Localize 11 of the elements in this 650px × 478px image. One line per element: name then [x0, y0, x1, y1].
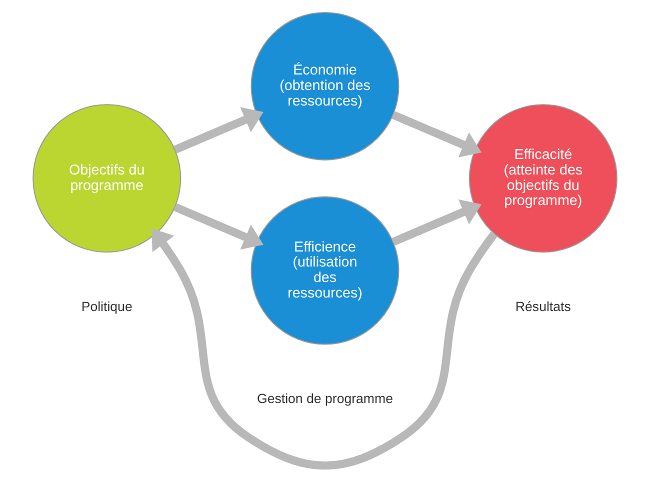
arrow	[392, 199, 482, 246]
arrow	[392, 111, 482, 158]
arrow	[152, 228, 498, 470]
label: Résultats	[515, 298, 571, 314]
node-circle: Efficience (utilisation des ressources)	[250, 196, 400, 345]
label: Politique	[81, 298, 132, 314]
arrow	[173, 203, 264, 250]
label: Gestion de programme	[257, 391, 393, 406]
arrow	[173, 107, 264, 154]
node-circle: Économie (obtention des ressources)	[250, 12, 400, 160]
node-circle: Efficacité (atteinte des objectifs du programme)	[468, 104, 618, 253]
